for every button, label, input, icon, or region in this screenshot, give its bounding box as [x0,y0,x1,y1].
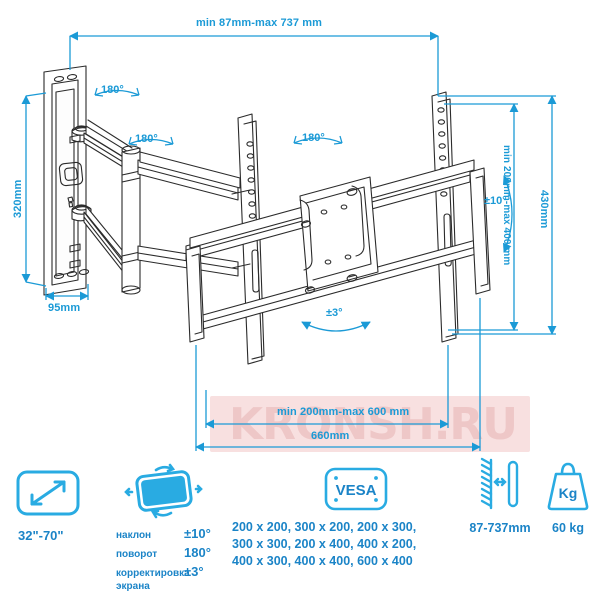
dimension-overall-width: 660mm [311,430,350,442]
spec-motion-row-swivel: поворот 180° [116,545,211,560]
vesa-size-line: 400 x 300, 400 x 400, 600 x 400 [232,554,413,568]
weight-badge-text: Kg [559,485,578,501]
dimension-plate-height: 320mm [12,179,24,218]
spec-vesa: VESA 200 x 200, 300 x 200, 200 x 300, 30… [232,466,480,570]
spec-motion-row-tilt: наклон ±10° [116,526,211,541]
spec-motion-row-level: корректировка экрана ±3° [116,564,204,592]
vesa-badge-text: VESA [336,482,377,499]
angle-swivel-center: 180° [302,132,325,144]
vesa-size-line: 200 x 200, 300 x 200, 200 x 300, [232,520,417,534]
vesa-icon: VESA [324,467,388,511]
spec-screen-size-caption: 32"-70" [18,528,64,543]
spec-wall-distance: 87-737mm [452,457,548,535]
dimension-plate-depth: 95mm [48,302,81,314]
angle-tilt-right: ±10° [484,195,507,207]
wall-distance-icon [480,457,519,510]
spec-max-load-caption: 60 kg [552,521,584,535]
spec-screen-size: 32"-70" [14,468,84,543]
tilt-swivel-screen-icon [124,463,203,519]
angle-swivel-mid-left: 180° [135,133,158,145]
spec-motion: наклон ±10° поворот 180° корректировка э… [116,462,212,593]
weight-icon: Kg [547,462,589,511]
dimension-overall-height: 430mm [538,190,550,229]
vesa-size-line: 300 x 300, 200 x 400, 400 x 200, [232,537,417,551]
angle-level-center: ±3° [326,307,343,319]
screen-diagonal-icon [16,470,80,516]
dimension-extension-top: min 87mm-max 737 mm [196,17,323,29]
spec-motion-level-label-line2: экрана [116,581,150,592]
spec-wall-distance-caption: 87-737mm [469,521,531,535]
spec-max-load: Kg 60 kg [540,458,596,535]
angle-swivel-top-left: 180° [101,84,124,96]
spec-motion-level-label-line1: корректировка [116,568,190,579]
dimension-vesa-width: min 200mm-max 600 mm [277,406,410,418]
